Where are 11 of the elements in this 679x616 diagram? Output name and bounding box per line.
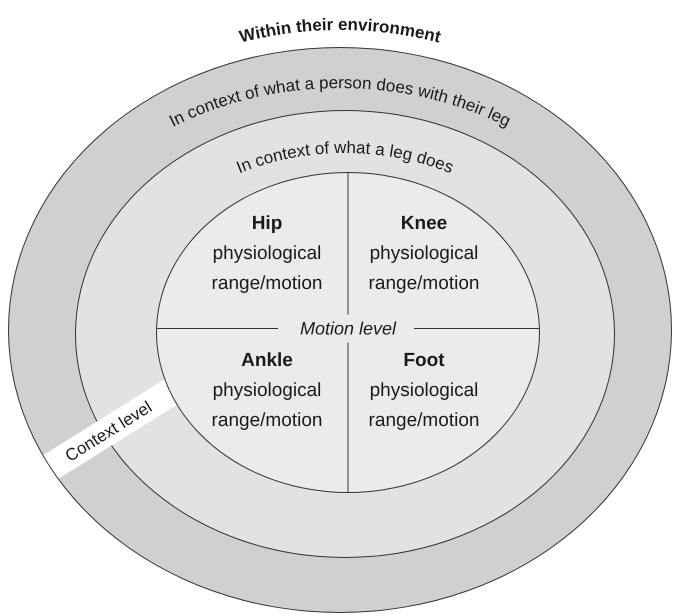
- joint-description: physiological range/motion: [210, 379, 324, 433]
- joint-description: physiological range/motion: [210, 242, 324, 296]
- joint-description: physiological range/motion: [368, 242, 480, 296]
- joint-heading: Foot: [402, 349, 446, 373]
- ring-label: In context of what a leg does: [234, 138, 456, 178]
- joint-heading: Ankle: [240, 349, 294, 373]
- joint-heading: Hip: [250, 212, 284, 236]
- joint-description: physiological range/motion: [368, 379, 480, 433]
- joint-heading: Knee: [400, 212, 448, 236]
- level-label: Motion level: [300, 318, 396, 338]
- diagram-title: Within their environment: [237, 14, 443, 46]
